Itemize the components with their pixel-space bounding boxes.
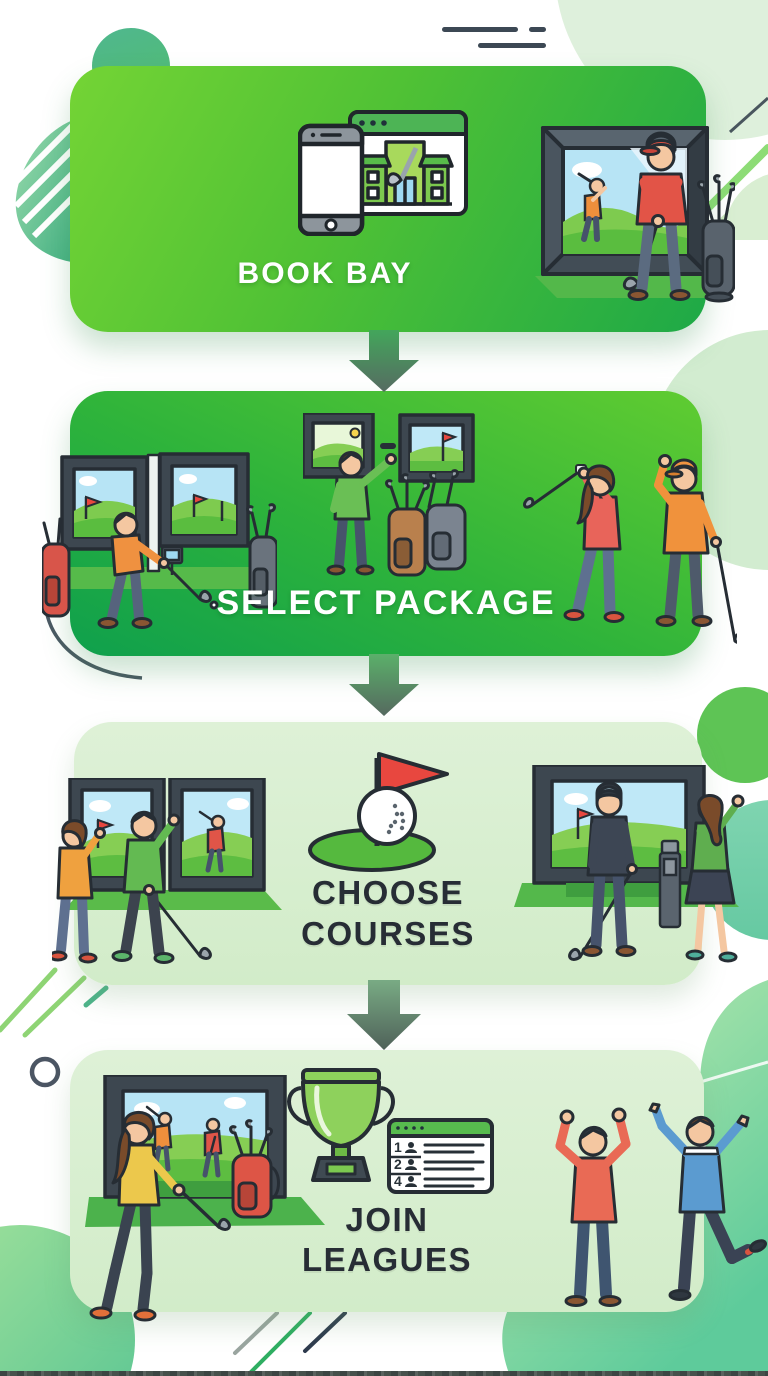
leaderboard-icon: 1 2 4 [387, 1118, 494, 1194]
dash-decoration [478, 43, 546, 48]
step-title-line: COURSES [301, 915, 475, 952]
simulator-bays-illustration [42, 452, 277, 629]
man-green-shirt [111, 810, 212, 964]
step-title-line: SELECT PACKAGE [216, 584, 556, 622]
green-circle-decoration [697, 687, 768, 783]
celebration-illustration [555, 1102, 767, 1307]
step-panel-select-package: SELECT PACKAGE [42, 391, 737, 656]
step-title-line: CHOOSE [311, 874, 465, 911]
golfer-in-screen [198, 810, 226, 873]
golfer-in-screen [577, 172, 607, 242]
dash-decoration [529, 27, 546, 32]
smartphone-icon [298, 123, 365, 236]
golf-bag [246, 503, 277, 609]
rank-number: 1 [394, 1139, 402, 1155]
man-blue-shirt [648, 1102, 767, 1301]
simulator-pair-illustration [514, 765, 745, 963]
golf-ball-icon [357, 786, 417, 846]
bottom-edge-strip [0, 1371, 768, 1376]
golf-bags-icon [385, 469, 467, 577]
step-title-line: BOOK BAY [237, 257, 413, 290]
golfers-celebrating-illustration [523, 454, 737, 644]
kiosk [658, 839, 682, 929]
man-dark-shirt [568, 781, 638, 961]
rank-number: 4 [394, 1173, 402, 1189]
diagonal-lines-decoration [233, 1311, 347, 1376]
simulator-group-illustration [52, 778, 282, 964]
kiosk [160, 545, 184, 575]
circle-outline-decoration [29, 1056, 61, 1088]
step-title: JOIN LEAGUES [70, 1200, 704, 1280]
striped-blob-decoration [8, 118, 78, 263]
golf-bag [42, 517, 71, 618]
step-title: BOOK BAY [175, 254, 475, 294]
diagonal-lines-decoration [0, 967, 109, 1088]
trophy-icon: 1 2 4 [287, 1068, 494, 1194]
rank-number: 2 [394, 1156, 402, 1172]
woman-green-shirt [684, 794, 745, 963]
simulator-screens-compare-icon [303, 413, 475, 577]
man-green-shirt [326, 451, 397, 576]
golf-bag [697, 174, 735, 303]
woman-orange-shirt [52, 819, 106, 964]
simulator-bay-illustration [85, 1075, 325, 1322]
dash-decoration [442, 27, 518, 32]
step-title-line: LEAGUES [301, 1241, 473, 1278]
step-title: CHOOSE COURSES [74, 872, 702, 954]
golf-flag-icon [308, 752, 449, 872]
golfer-man-orange [654, 454, 737, 644]
step-panel-book-bay: BOOK BAY [70, 66, 735, 332]
golfer-woman-yellow [89, 1111, 231, 1322]
golfer-orange-shirt [97, 511, 219, 629]
simulator-bay-illustration [535, 126, 735, 303]
compare-dash-icon [380, 443, 396, 449]
booking-website-icon [298, 110, 468, 236]
down-arrow-icon [349, 330, 419, 392]
golfer-in-screen [202, 1117, 223, 1178]
step-panel-choose-courses: CHOOSE COURSES [52, 722, 745, 985]
down-arrow-icon [347, 980, 421, 1050]
golf-bag [229, 1119, 280, 1219]
down-arrow-icon [349, 654, 419, 716]
golfer-red-shirt [622, 131, 691, 301]
golfer-woman [523, 464, 625, 623]
step-title: SELECT PACKAGE [70, 583, 702, 623]
step-title-line: JOIN [345, 1201, 429, 1238]
step-panel-join-leagues: 1 2 4 [70, 1050, 767, 1322]
man-coral-shirt [555, 1107, 631, 1307]
player-icon [405, 1142, 417, 1187]
